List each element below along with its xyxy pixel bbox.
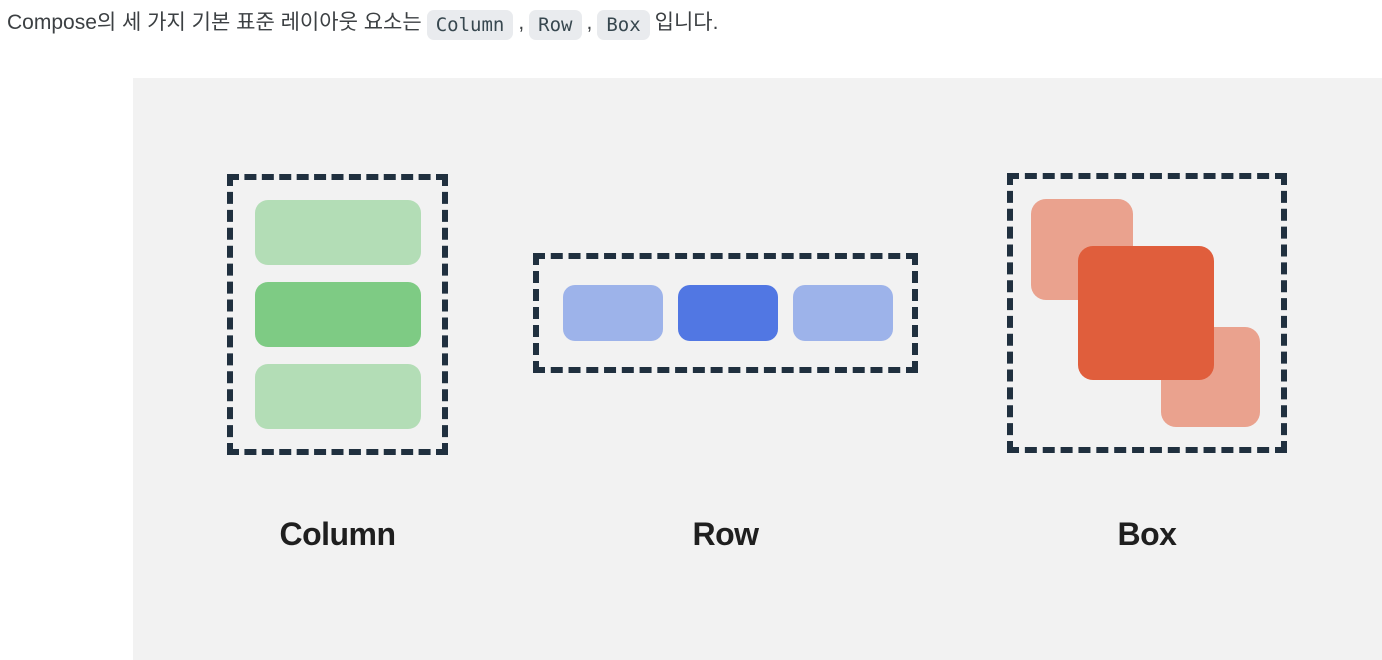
intro-text-suffix: 입니다.	[654, 11, 719, 34]
intro-text-prefix: Compose의 세 가지 기본 표준 레이아웃 요소는	[7, 11, 422, 34]
row-item-3	[793, 285, 893, 341]
row-item-1	[563, 285, 663, 341]
row-item-2	[678, 285, 778, 341]
code-chip-column: Column	[426, 10, 514, 40]
figure-panel: Column Row Box	[133, 78, 1382, 660]
comma-separator: ,	[518, 11, 525, 34]
row-diagram	[533, 253, 918, 373]
column-item-3	[255, 364, 421, 429]
code-chip-row: Row	[529, 10, 582, 40]
column-diagram	[227, 174, 448, 455]
comma-separator: ,	[586, 11, 593, 34]
column-label: Column	[279, 516, 396, 552]
code-chip-box: Box	[597, 10, 650, 40]
row-label: Row	[692, 516, 759, 552]
box-item-front-center	[1078, 246, 1214, 380]
column-item-1	[255, 200, 421, 265]
box-diagram	[1007, 173, 1287, 453]
box-label: Box	[1117, 516, 1177, 552]
column-item-2	[255, 282, 421, 347]
